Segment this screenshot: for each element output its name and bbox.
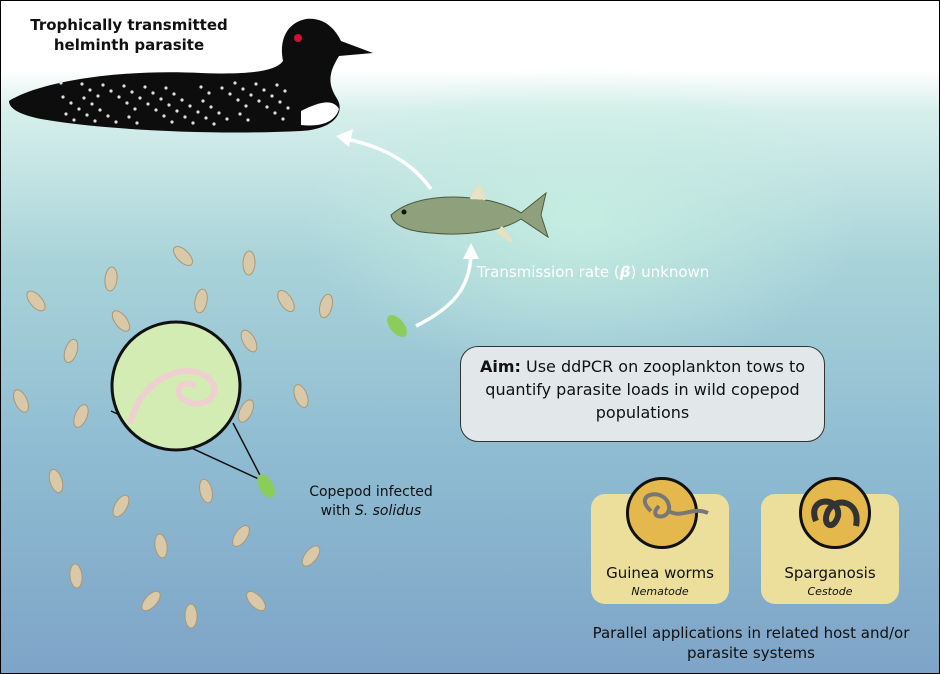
copepod-icon	[48, 468, 64, 494]
sparganosis-badge	[799, 477, 871, 549]
copepod-label: Copepod infected with S. solidus	[291, 483, 451, 521]
copepod-swarm	[13, 246, 334, 629]
magnifier-circle	[110, 320, 242, 452]
copepod-icon	[73, 404, 89, 428]
copepod-icon	[194, 288, 208, 314]
application-type: Nematode	[631, 585, 689, 598]
copepod-icon	[104, 266, 118, 292]
arrow-head-icon	[336, 129, 353, 147]
copepod-icon	[184, 603, 198, 629]
copepod-icon	[69, 563, 83, 589]
loon-illustration	[9, 18, 373, 133]
parallel-applications-caption: Parallel applications in related host an…	[592, 624, 910, 662]
copepod-icon	[237, 399, 255, 423]
copepod-label-line1: Copepod infected	[309, 484, 433, 500]
species-name: S. solidus	[354, 503, 422, 519]
beta-symbol: β	[619, 263, 631, 281]
copepod-icon	[173, 246, 193, 266]
copepod-icon	[63, 338, 79, 364]
copepod-icon	[112, 494, 130, 518]
stickleback-fish-illustration	[390, 182, 549, 243]
title: Trophically transmitted helminth parasit…	[30, 16, 228, 54]
copepod-icon	[199, 478, 213, 504]
copepod-icon	[240, 329, 258, 353]
copepod-icon	[246, 590, 266, 612]
copepod-icon	[277, 289, 295, 313]
copepod-icon	[301, 545, 321, 567]
aim-text: Use ddPCR on zooplankton tows to quantif…	[485, 357, 806, 422]
guinea-worm-badge	[626, 477, 698, 549]
arrow-head-icon	[463, 243, 479, 259]
copepod-icon	[232, 525, 250, 547]
transmission-arrows	[345, 137, 473, 328]
copepod-icon	[293, 384, 309, 408]
transmission-prefix: Transmission rate (	[477, 263, 620, 281]
copepod-label-prefix: with	[320, 503, 355, 519]
copepod-icon	[111, 310, 131, 332]
application-name: Guinea worms	[606, 564, 714, 582]
copepod-icon	[13, 389, 29, 413]
copepod-icon	[318, 293, 334, 319]
copepod-icon	[141, 590, 161, 612]
aim-label: Aim:	[479, 357, 521, 376]
aim-box: Aim: Use ddPCR on zooplankton tows to qu…	[460, 346, 825, 442]
application-name: Sparganosis	[784, 564, 876, 582]
transmission-rate-label: Transmission rate (β) unknown	[477, 263, 709, 281]
application-type: Cestode	[807, 585, 853, 598]
copepod-icon	[242, 250, 256, 276]
copepod-icon	[154, 533, 168, 559]
transmission-suffix: ) unknown	[630, 263, 710, 281]
copepod-icon	[26, 290, 46, 312]
